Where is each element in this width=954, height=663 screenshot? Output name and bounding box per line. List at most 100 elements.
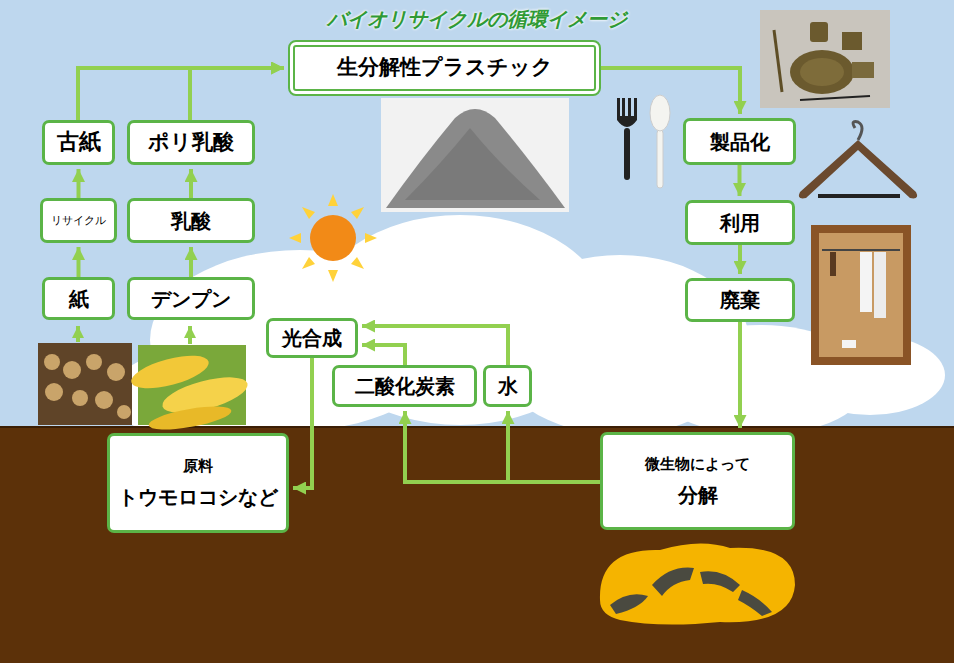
box-label: 微生物によって <box>645 455 750 473</box>
logs-photo <box>38 343 132 425</box>
cup <box>842 32 862 50</box>
process-box: 光合成 <box>266 318 358 358</box>
process-box: デンプン <box>127 277 255 320</box>
box-label: ポリ乳酸 <box>148 130 234 155</box>
sun-ray <box>289 233 301 243</box>
process-box: 微生物によって分解 <box>600 432 795 530</box>
process-box: 原料トウモロコシなど <box>107 433 289 533</box>
sun-ray <box>351 257 364 269</box>
box-label: リサイクル <box>51 214 106 227</box>
photo-ground <box>381 98 569 212</box>
spoon-handle <box>657 130 663 188</box>
clothes <box>860 252 872 312</box>
pellets-photo <box>381 98 569 212</box>
flow-arrow <box>293 358 312 488</box>
closet-frame <box>811 225 911 365</box>
plate <box>790 50 854 94</box>
box-label: 分解 <box>678 483 718 507</box>
flow-arrow <box>405 411 600 482</box>
flow-arrow <box>508 411 600 482</box>
flow-arrow <box>362 326 508 365</box>
log-end <box>107 363 125 381</box>
process-box: 利用 <box>685 200 795 245</box>
flow-arrow <box>189 247 193 277</box>
sun-ray <box>328 194 338 206</box>
process-box: 水 <box>483 365 532 407</box>
cutlery <box>617 95 670 188</box>
plastic-fragment <box>700 571 740 592</box>
utensil <box>800 96 870 100</box>
box-label: トウモロコシなど <box>118 485 278 509</box>
sky <box>0 0 954 428</box>
cup <box>810 22 828 42</box>
photo-ground <box>760 10 890 108</box>
plate-inner <box>800 58 844 86</box>
flow-arrow <box>77 247 81 277</box>
hanger-bar <box>818 194 900 198</box>
box-label: 紙 <box>69 287 89 311</box>
log-end <box>72 390 88 406</box>
sun-ray <box>365 233 377 243</box>
sun <box>289 194 377 282</box>
utensil <box>774 30 782 92</box>
tray <box>852 62 874 78</box>
flow-arrow <box>738 322 742 428</box>
corn-ear <box>147 402 233 434</box>
box-label: 原料 <box>183 457 213 475</box>
box-label: 乳酸 <box>171 209 211 233</box>
hanger-body <box>799 140 917 198</box>
log-end <box>45 383 63 401</box>
sun-ray <box>351 207 364 219</box>
log-end <box>95 391 113 409</box>
flow-arrow <box>601 68 740 114</box>
log-end <box>63 361 81 379</box>
sun-disc <box>310 215 356 261</box>
process-box: 製品化 <box>683 118 796 165</box>
process-box: 古紙 <box>42 120 115 165</box>
flow-arrow <box>738 165 742 196</box>
box-label: 水 <box>498 374 518 398</box>
process-box: 生分解性プラスチック <box>288 40 601 96</box>
box-label: 利用 <box>720 211 760 235</box>
log-end <box>44 354 60 370</box>
process-box: 廃棄 <box>685 278 795 322</box>
fork-handle <box>624 128 630 180</box>
process-box: 乳酸 <box>127 198 255 243</box>
box-label: 生分解性プラスチック <box>337 55 553 80</box>
box-label: 製品化 <box>710 130 770 154</box>
decomposition-area <box>600 543 795 624</box>
pellet-shade <box>405 128 540 200</box>
clothes <box>874 252 886 318</box>
fork-head <box>617 98 637 127</box>
flow-arrow <box>738 245 742 274</box>
flow-arrow <box>78 68 284 120</box>
hanger-hook <box>853 122 862 140</box>
photo-arrow <box>188 326 192 344</box>
log-end <box>117 405 131 419</box>
box-label: 古紙 <box>57 129 101 155</box>
tableware-photo <box>760 10 890 108</box>
process-box: 二酸化炭素 <box>332 365 477 407</box>
hanger-small <box>830 252 836 276</box>
spoon-head <box>650 95 670 131</box>
flow-arrow <box>189 169 193 198</box>
plastic-fragment <box>652 568 694 596</box>
decomposition-illustration <box>600 543 795 624</box>
flow-arrow <box>77 169 81 198</box>
box-label: 光合成 <box>282 326 342 350</box>
process-box: ポリ乳酸 <box>127 120 255 165</box>
photo-arrow <box>76 326 80 342</box>
photo-ground <box>38 343 132 425</box>
closet-rail <box>822 249 900 251</box>
sun-ray <box>302 257 315 269</box>
flow-arrow <box>190 68 284 120</box>
ground <box>0 427 954 663</box>
hanger <box>799 122 917 199</box>
diagram-title: バイオリサイクルの循環イメージ <box>0 6 954 33</box>
plastic-fragment <box>610 594 648 614</box>
box-label: 廃棄 <box>720 288 760 312</box>
sun-ray <box>328 270 338 282</box>
closet-photo <box>811 225 911 365</box>
